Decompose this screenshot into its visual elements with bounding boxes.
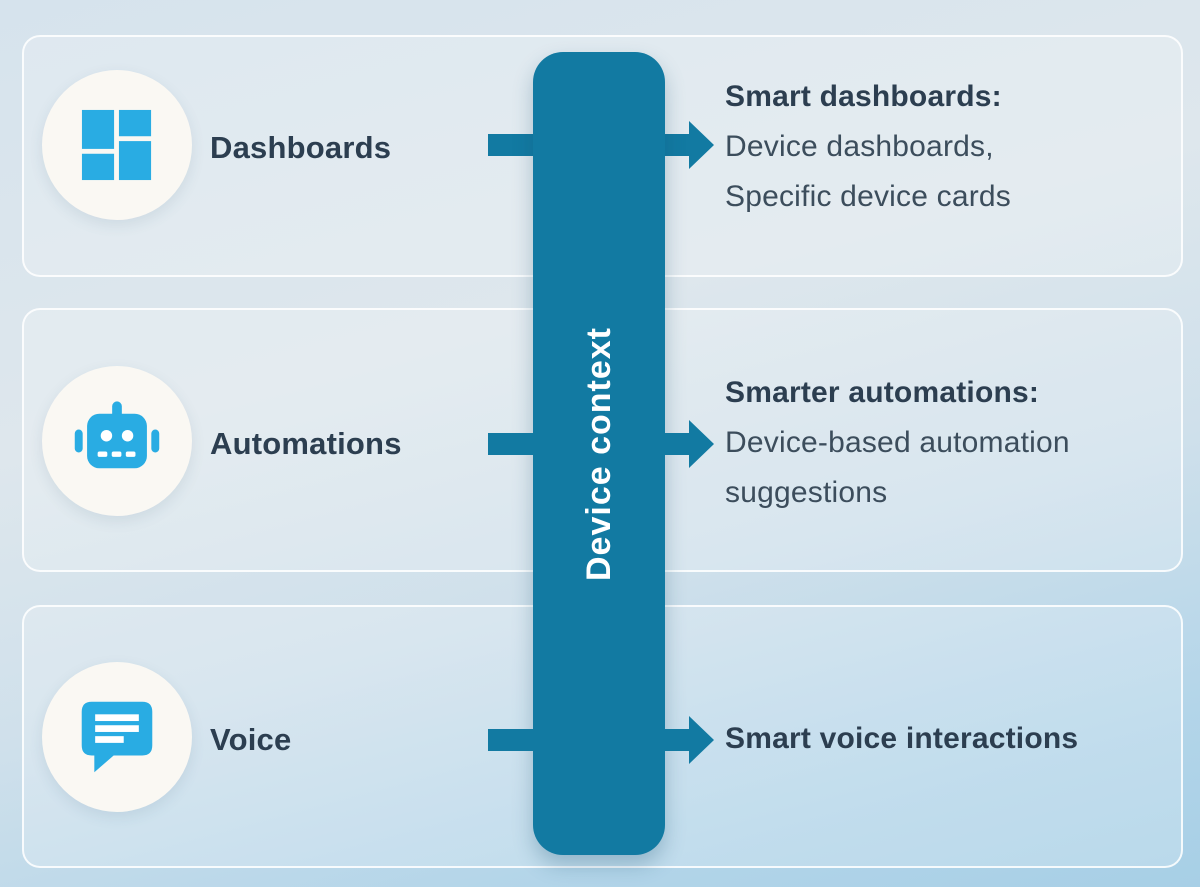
voice-output-text: Smart voice interactions	[725, 714, 1078, 764]
dashboards-arrow-head-icon	[689, 121, 714, 169]
automations-output-line: suggestions	[725, 476, 888, 509]
dashboards-output-line: Specific device cards	[725, 180, 1011, 213]
robot-icon	[74, 401, 160, 469]
voice-icon-circle	[42, 662, 192, 812]
dashboards-label: Dashboards	[210, 130, 392, 165]
automations-arrow-stem	[663, 433, 691, 455]
dashboards-output-line: Device dashboards,	[725, 130, 994, 163]
dashboards-icon-circle	[42, 70, 192, 220]
automations-label: Automations	[210, 426, 402, 461]
automations-icon-circle	[42, 366, 192, 516]
voice-output-title: Smart voice interactions	[725, 722, 1079, 755]
automations-arrow-head-icon	[689, 420, 714, 468]
dashboards-output-text: Smart dashboards: Device dashboards, Spe…	[725, 72, 1011, 222]
voice-connector-stub	[488, 729, 534, 751]
device-context-label: Device context	[579, 326, 618, 581]
automations-output-text: Smarter automations: Device-based automa…	[725, 368, 1070, 518]
voice-arrow-head-icon	[689, 716, 714, 764]
speech-bubble-icon	[81, 701, 153, 773]
dashboards-connector-stub	[488, 134, 534, 156]
device-context-pillar: Device context	[533, 52, 665, 855]
dashboards-output-title: Smart dashboards:	[725, 80, 1002, 113]
voice-label: Voice	[210, 722, 292, 757]
automations-output-title: Smarter automations:	[725, 376, 1040, 409]
automations-connector-stub	[488, 433, 534, 455]
automations-output-line: Device-based automation	[725, 426, 1070, 459]
dashboard-grid-icon	[81, 109, 152, 181]
voice-arrow-stem	[663, 729, 691, 751]
dashboards-arrow-stem	[663, 134, 691, 156]
